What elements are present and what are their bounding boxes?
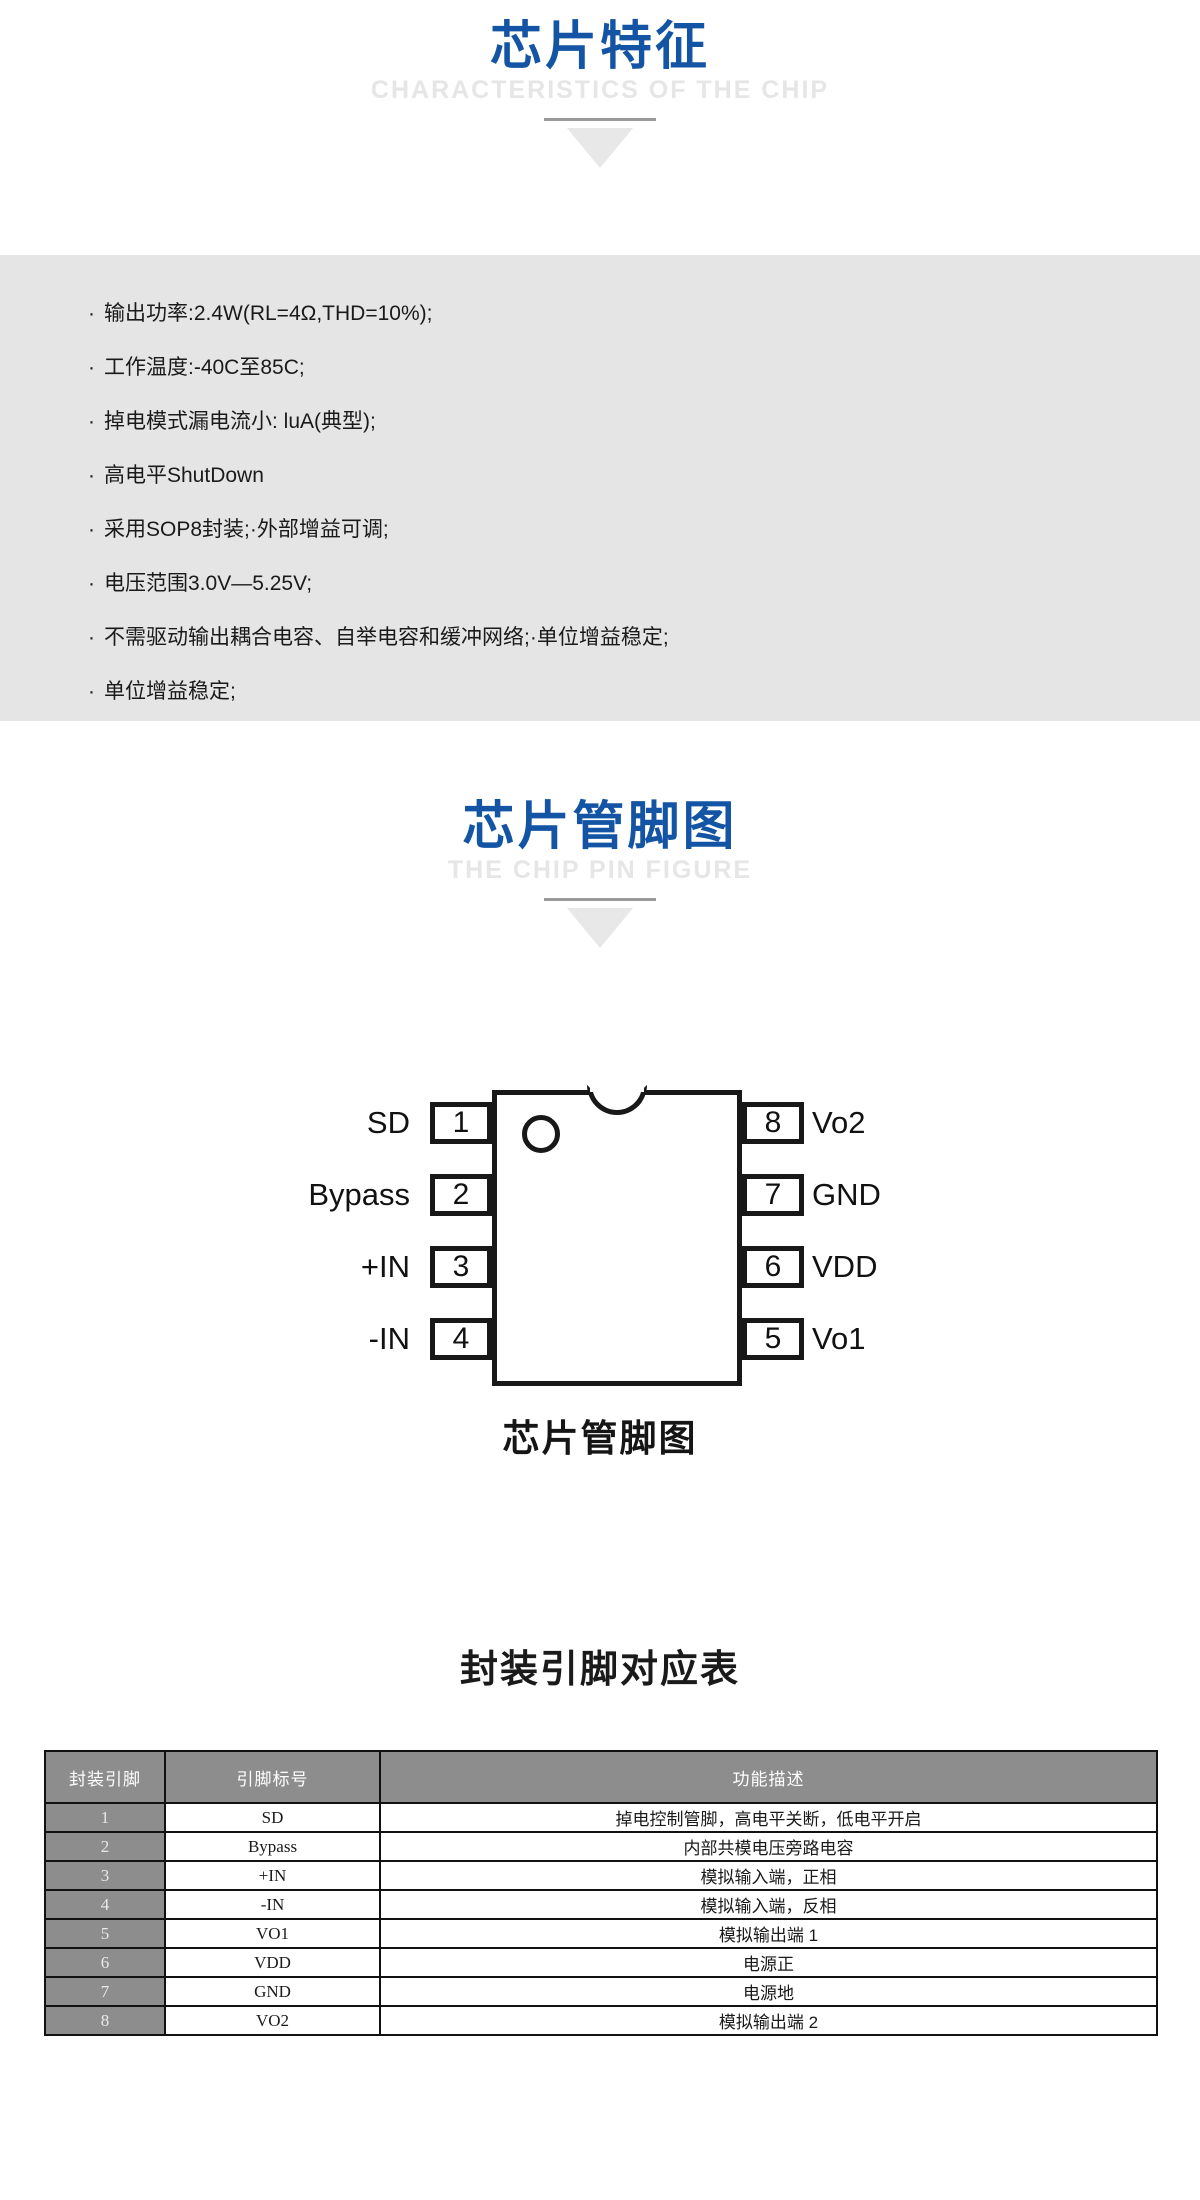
cell-pin: 8 xyxy=(44,2005,166,2036)
bullet-icon: · xyxy=(88,464,95,487)
cell-symbol: SD xyxy=(164,1802,381,1833)
features-title-cn: 芯片特征 xyxy=(489,18,710,76)
column-header-desc: 功能描述 xyxy=(379,1750,1158,1804)
table-row: 3 +IN 模拟输入端，正相 xyxy=(44,1860,1158,1891)
bullet-icon: · xyxy=(88,572,95,595)
cell-desc: 模拟输入端，反相 xyxy=(379,1889,1158,1920)
pin-figure-title-cn: 芯片管脚图 xyxy=(462,798,738,856)
features-section-header: 芯片特征 CHARACTERISTICS OF THE CHIP xyxy=(0,20,1200,168)
table-row: 5 VO1 模拟输出端 1 xyxy=(44,1918,1158,1949)
cell-desc: 掉电控制管脚，高电平关断，低电平开启 xyxy=(379,1802,1158,1833)
cell-symbol: +IN xyxy=(164,1860,381,1891)
list-item: · 采用SOP8封装;·外部增益可调; xyxy=(88,519,669,540)
chip-diagram-caption: 芯片管脚图 xyxy=(502,1418,698,1459)
pin-box-left-2: 2 xyxy=(430,1174,492,1216)
table-row: 1 SD 掉电控制管脚，高电平关断，低电平开启 xyxy=(44,1802,1158,1833)
pin-label-right-5: Vo1 xyxy=(812,1321,866,1356)
list-item: · 不需驱动输出耦合电容、自举电容和缓冲网络;·单位增益稳定; xyxy=(88,627,669,648)
table-row: 2 Bypass 内部共模电压旁路电容 xyxy=(44,1831,1158,1862)
pin-box-right-6: 6 xyxy=(742,1246,804,1288)
chevron-down-icon xyxy=(567,127,633,168)
header-divider xyxy=(544,897,656,901)
cell-pin: 6 xyxy=(44,1947,166,1978)
chip-pin1-dot-icon xyxy=(522,1115,560,1153)
feature-text: 采用SOP8封装;·外部增益可调; xyxy=(104,518,389,541)
cell-pin: 1 xyxy=(44,1802,166,1833)
cell-symbol: VO2 xyxy=(164,2005,381,2036)
bullet-icon: · xyxy=(88,356,95,379)
feature-text: 高电平ShutDown xyxy=(104,464,264,487)
header-divider xyxy=(544,117,656,121)
pin-box-left-3: 3 xyxy=(430,1246,492,1288)
feature-text: 工作温度:-40C至85C; xyxy=(104,356,305,379)
pin-box-left-4: 4 xyxy=(430,1318,492,1360)
bullet-icon: · xyxy=(88,302,95,325)
cell-symbol: Bypass xyxy=(164,1831,381,1862)
list-item: · 高电平ShutDown xyxy=(88,465,669,486)
bullet-icon: · xyxy=(88,626,95,649)
features-panel: · 输出功率:2.4W(RL=4Ω,THD=10%); · 工作温度:-40C至85… xyxy=(0,255,1200,721)
cell-pin: 7 xyxy=(44,1976,166,2007)
chip-notch-mask xyxy=(590,1078,644,1092)
pin-label-right-6: VDD xyxy=(812,1249,878,1284)
pin-box-right-8: 8 xyxy=(742,1102,804,1144)
cell-desc: 模拟输出端 2 xyxy=(379,2005,1158,2036)
table-header-row: 封装引脚 引脚标号 功能描述 xyxy=(44,1750,1158,1804)
feature-text: 输出功率:2.4W(RL=4Ω,THD=10%); xyxy=(104,302,433,325)
column-header-pin: 封装引脚 xyxy=(44,1750,166,1804)
chip-drawing: SD 1 Bypass 2 +IN 3 -IN 4 8 Vo2 7 GND 6 … xyxy=(230,1060,970,1490)
cell-symbol: GND xyxy=(164,1976,381,2007)
pin-label-left-1: SD xyxy=(366,1105,410,1140)
cell-pin: 3 xyxy=(44,1860,166,1891)
bullet-icon: · xyxy=(88,680,95,703)
pin-table-title: 封装引脚对应表 xyxy=(459,1649,740,1691)
list-item: · 单位增益稳定; xyxy=(88,681,669,702)
pin-figure-section-header: 芯片管脚图 THE CHIP PIN FIGURE xyxy=(0,800,1200,948)
cell-desc: 模拟输入端，正相 xyxy=(379,1860,1158,1891)
chevron-down-icon xyxy=(567,907,633,948)
column-header-symbol: 引脚标号 xyxy=(164,1750,381,1804)
chip-pin-diagram: SD 1 Bypass 2 +IN 3 -IN 4 8 Vo2 7 GND 6 … xyxy=(0,1060,1200,1560)
cell-desc: 模拟输出端 1 xyxy=(379,1918,1158,1949)
feature-text: 掉电模式漏电流小: luA(典型); xyxy=(104,410,376,433)
table-row: 7 GND 电源地 xyxy=(44,1976,1158,2007)
table-row: 4 -IN 模拟输入端，反相 xyxy=(44,1889,1158,1920)
cell-symbol: -IN xyxy=(164,1889,381,1920)
feature-text: 电压范围3.0V—5.25V; xyxy=(104,572,313,595)
bullet-icon: · xyxy=(88,410,95,433)
table-row: 8 VO2 模拟输出端 2 xyxy=(44,2005,1158,2036)
pin-box-right-7: 7 xyxy=(742,1174,804,1216)
pin-table: 封装引脚 引脚标号 功能描述 1 SD 掉电控制管脚，高电平关断，低电平开启 2… xyxy=(44,1750,1158,2036)
pin-label-right-8: Vo2 xyxy=(812,1105,866,1140)
bullet-icon: · xyxy=(88,518,95,541)
cell-desc: 内部共模电压旁路电容 xyxy=(379,1831,1158,1862)
pin-box-right-5: 5 xyxy=(742,1318,804,1360)
pin-label-left-3: +IN xyxy=(360,1249,410,1284)
feature-text: 不需驱动输出耦合电容、自举电容和缓冲网络;·单位增益稳定; xyxy=(104,626,669,649)
pin-label-left-4: -IN xyxy=(368,1321,410,1356)
list-item: · 掉电模式漏电流小: luA(典型); xyxy=(88,411,669,432)
cell-desc: 电源正 xyxy=(379,1947,1158,1978)
table-row: 6 VDD 电源正 xyxy=(44,1947,1158,1978)
list-item: · 电压范围3.0V—5.25V; xyxy=(88,573,669,594)
cell-pin: 5 xyxy=(44,1918,166,1949)
features-title-en: CHARACTERISTICS OF THE CHIP xyxy=(370,75,830,104)
cell-symbol: VDD xyxy=(164,1947,381,1978)
features-list: · 输出功率:2.4W(RL=4Ω,THD=10%); · 工作温度:-40C至85… xyxy=(88,303,669,735)
pin-label-left-2: Bypass xyxy=(308,1177,410,1212)
feature-text: 单位增益稳定; xyxy=(104,680,236,703)
list-item: · 工作温度:-40C至85C; xyxy=(88,357,669,378)
list-item: · 输出功率:2.4W(RL=4Ω,THD=10%); xyxy=(88,303,669,324)
pin-label-right-7: GND xyxy=(812,1177,881,1212)
pin-figure-title-en: THE CHIP PIN FIGURE xyxy=(447,855,753,884)
cell-pin: 4 xyxy=(44,1889,166,1920)
cell-symbol: VO1 xyxy=(164,1918,381,1949)
cell-desc: 电源地 xyxy=(379,1976,1158,2007)
pin-box-left-1: 1 xyxy=(430,1102,492,1144)
cell-pin: 2 xyxy=(44,1831,166,1862)
pin-table-container: 封装引脚 引脚标号 功能描述 1 SD 掉电控制管脚，高电平关断，低电平开启 2… xyxy=(44,1750,1158,2036)
